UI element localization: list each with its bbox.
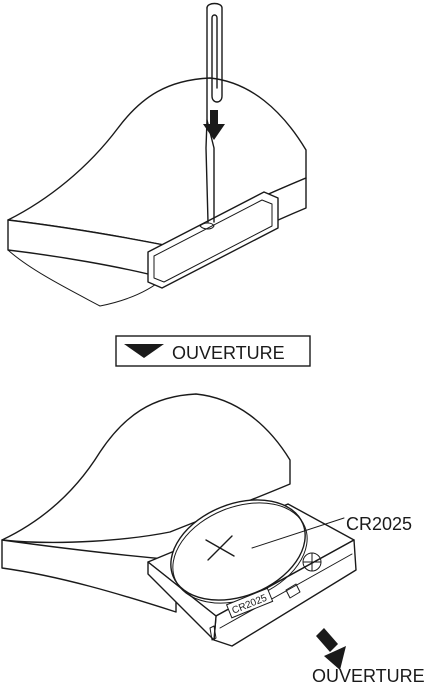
battery-callout-text: CR2025 [346,514,412,534]
plus-contact-icon [302,552,322,572]
tray-tab [209,625,217,641]
bottom-remote-front-face [1,539,177,613]
bottom-remote-illustration: CR2025 [1,393,357,647]
callout-leader-line [251,517,345,549]
bottom-remote-top-surface [1,393,291,544]
triangle-down-icon [124,344,164,358]
tray-latch [285,583,301,599]
battery-callout: CR2025 [251,514,412,549]
open-label-box: OUVERTURE [115,335,311,367]
down-arrow-icon [203,110,225,140]
top-remote-front-face [7,177,307,279]
top-battery-tray [147,191,279,289]
top-remote-bottom-edge [7,249,165,307]
top-battery-tray-inner [153,199,273,283]
open-label-text: OUVERTURE [172,343,285,363]
top-remote-illustration [7,77,307,307]
top-tray-release-hole [199,222,215,230]
coin-battery-icon [170,499,308,604]
diagonal-arrow-icon [316,628,346,670]
direction-label: OUVERTURE [312,666,425,686]
